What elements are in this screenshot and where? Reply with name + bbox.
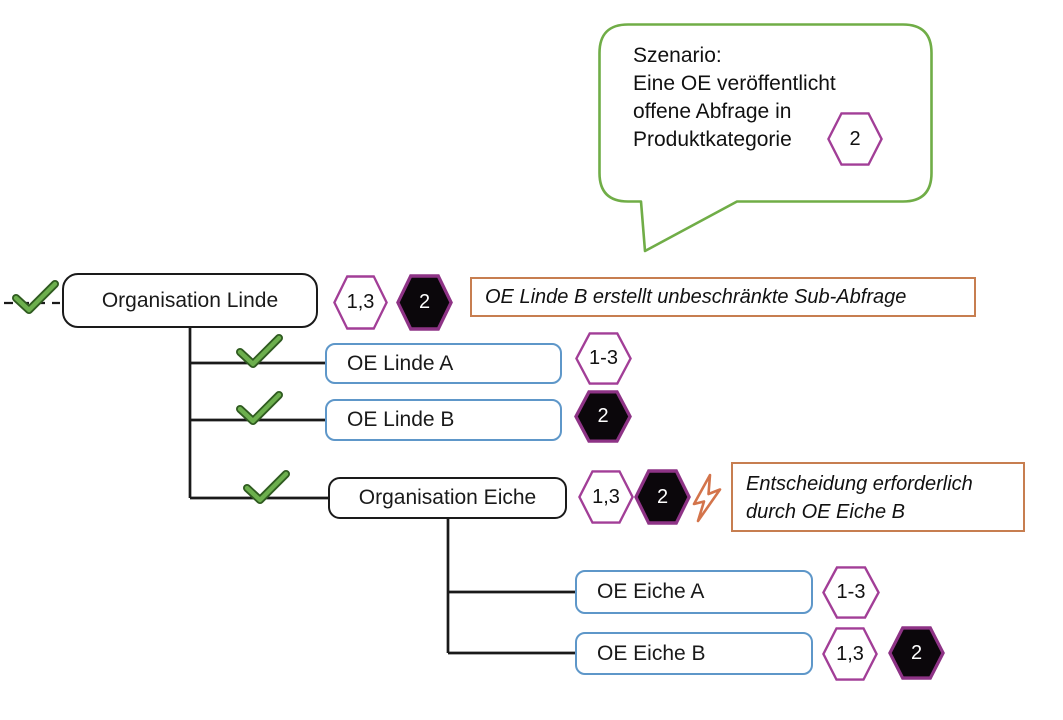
node-oe-linde-b: OE Linde B (325, 399, 562, 441)
badge-label: 2 (418, 291, 431, 313)
hexagon-badge-scenario: 2 (827, 112, 883, 166)
annotation-line: Entscheidung erforderlich (746, 473, 973, 495)
hexagon-badge-open: 1,3 (822, 627, 878, 681)
badge-label: 2 (849, 127, 861, 150)
node-organisation-linde: Organisation Linde (62, 273, 318, 328)
annotation-eiche-entscheidung: Entscheidung erforderlich durch OE Eiche… (731, 462, 1025, 532)
check-icon (236, 334, 283, 368)
scenario-line: Szenario: (633, 44, 722, 67)
badge-label: 1,3 (346, 291, 375, 313)
hexagon-badge-open: 1,3 (578, 470, 634, 524)
annotation-line: durch OE Eiche B (746, 501, 905, 523)
hexagon-badge-open: 1-3 (822, 566, 880, 619)
annotation-text: OE Linde B erstellt unbeschränkte Sub-Ab… (485, 285, 907, 308)
scenario-line: offene Abfrage in (633, 100, 792, 123)
node-oe-eiche-b: OE Eiche B (575, 632, 813, 675)
annotation-linde-sub-abfrage: OE Linde B erstellt unbeschränkte Sub-Ab… (470, 277, 976, 317)
node-oe-eiche-a: OE Eiche A (575, 570, 813, 614)
node-label: Organisation Linde (101, 288, 279, 312)
node-label: OE Linde B (347, 408, 455, 431)
lightning-icon (692, 473, 722, 523)
node-label: OE Eiche A (597, 580, 705, 603)
badge-label: 1-3 (589, 347, 618, 369)
hexagon-badge-filled: 2 (634, 469, 691, 525)
badge-label: 2 (910, 641, 923, 664)
hexagon-badge-filled: 2 (574, 390, 632, 443)
check-icon (243, 470, 290, 504)
badge-label: 1,3 (836, 642, 864, 665)
badge-label: 2 (656, 485, 669, 508)
check-icon (236, 391, 283, 425)
hexagon-badge-filled: 2 (888, 626, 945, 680)
check-icon (12, 280, 59, 314)
hexagon-badge-open: 1,3 (333, 275, 388, 330)
node-label: OE Linde A (347, 351, 454, 375)
node-label: OE Eiche B (597, 641, 706, 665)
node-oe-linde-a: OE Linde A (325, 343, 562, 384)
node-organisation-eiche: Organisation Eiche (328, 477, 567, 519)
badge-label: 2 (597, 405, 609, 427)
node-label: Organisation Eiche (358, 486, 537, 509)
scenario-line: Eine OE veröffentlicht (633, 72, 836, 95)
speech-bubble (598, 23, 933, 253)
scenario-line: Produktkategorie (633, 128, 792, 151)
badge-label: 1,3 (592, 485, 620, 508)
scenario-bubble-text: Szenario: Eine OE veröffentlicht offene … (633, 42, 836, 154)
badge-label: 1-3 (836, 581, 866, 603)
hexagon-badge-filled: 2 (396, 274, 453, 331)
hexagon-badge-open: 1-3 (575, 332, 632, 385)
